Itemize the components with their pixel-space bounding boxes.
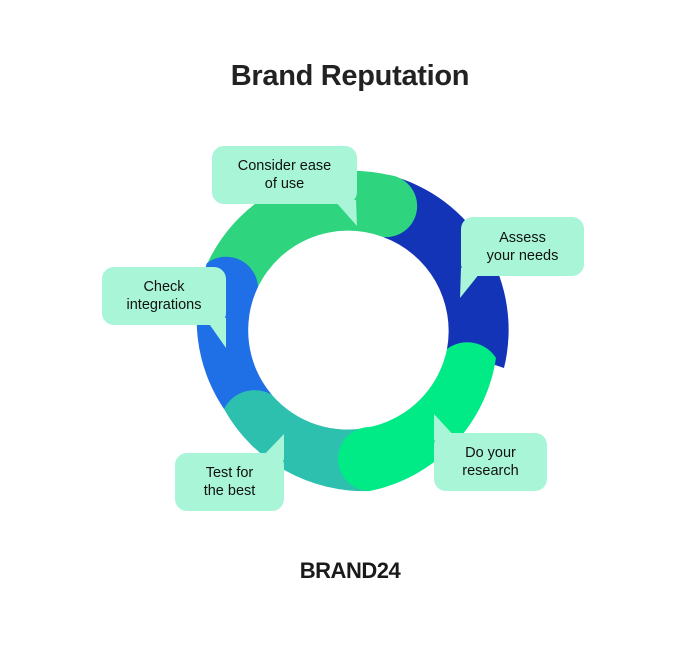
callout-do-your-research: Do your research	[434, 433, 547, 491]
callout-tail-check-integrations	[205, 318, 226, 348]
callout-consider-ease-of-use: Consider ease of use	[212, 146, 357, 204]
segment-do-your-research	[338, 342, 496, 491]
callout-assess-your-needs: Assess your needs	[461, 217, 584, 276]
callout-test-for-the-best: Test for the best	[175, 453, 284, 511]
callout-tail-consider-ease-of-use	[334, 200, 357, 226]
segment-assess-your-needs	[383, 175, 509, 368]
segment-test-for-the-best	[224, 390, 370, 492]
page-title: Brand Reputation	[230, 60, 470, 92]
callout-check-integrations: Check integrations	[102, 267, 226, 325]
segment-consider-ease-of-use	[208, 170, 418, 287]
brand-logo: BRAND24	[299, 558, 401, 583]
